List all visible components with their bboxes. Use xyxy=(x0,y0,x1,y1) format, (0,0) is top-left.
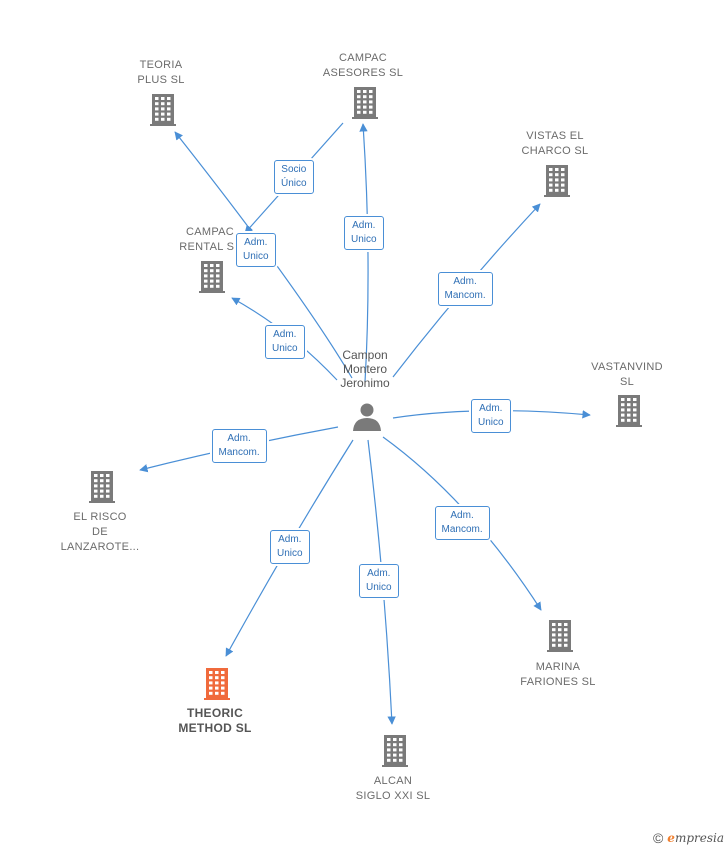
edge-e_asesores xyxy=(359,123,369,383)
company-label-campac_asesores[interactable]: CAMPAC ASESORES SL xyxy=(322,52,404,79)
copyright-icon: © xyxy=(652,830,664,846)
company-label-el_risco[interactable]: EL RISCO DE LANZAROTE... xyxy=(60,511,140,553)
building-icon[interactable] xyxy=(204,668,230,700)
company-label-marina[interactable]: MARINA FARIONES SL xyxy=(520,661,596,688)
brand-logo[interactable]: empresia xyxy=(667,831,724,845)
company-label-vastanvind[interactable]: VASTANVIND SL xyxy=(591,361,663,388)
building-icon[interactable] xyxy=(616,395,642,427)
edge-badge-e_rental[interactable]: Adm. Unico xyxy=(265,325,305,359)
building-icon[interactable] xyxy=(352,87,378,119)
edge-badge-e_risco[interactable]: Adm. Mancom. xyxy=(211,429,267,463)
building-icon[interactable] xyxy=(544,165,570,197)
icons-layer xyxy=(89,87,642,767)
building-icon[interactable] xyxy=(150,94,176,126)
edge-badge-e_teoria[interactable]: Adm. Unico xyxy=(236,233,276,267)
company-label-theoric[interactable]: THEORIC METHOD SL xyxy=(178,706,252,735)
edge-badge-e_alcan[interactable]: Adm. Unico xyxy=(359,564,399,598)
edge-badge-e_theoric[interactable]: Adm. Unico xyxy=(270,530,310,564)
edge-badge-e_vastanvind[interactable]: Adm. Unico xyxy=(471,399,511,433)
edge-badge-e_socio[interactable]: Socio Único xyxy=(274,160,314,194)
edge-e_teoria xyxy=(174,131,353,379)
edge-badge-e_vistas[interactable]: Adm. Mancom. xyxy=(437,272,493,306)
building-icon[interactable] xyxy=(547,620,573,652)
person-icon[interactable] xyxy=(353,403,381,432)
footer-brand: © empresia xyxy=(653,830,724,846)
building-icon[interactable] xyxy=(89,471,115,503)
company-label-alcan[interactable]: ALCAN SIGLO XXI SL xyxy=(355,775,431,802)
person-label[interactable]: Campon Montero Jeronimo xyxy=(340,348,390,390)
building-icon[interactable] xyxy=(382,735,408,767)
company-label-teoria[interactable]: TEORIA PLUS SL xyxy=(137,59,185,86)
company-label-vistas[interactable]: VISTAS EL CHARCO SL xyxy=(521,130,589,157)
building-icon[interactable] xyxy=(199,261,225,293)
edge-badge-e_marina[interactable]: Adm. Mancom. xyxy=(434,506,490,540)
edge-badge-e_asesores[interactable]: Adm. Unico xyxy=(344,216,384,250)
